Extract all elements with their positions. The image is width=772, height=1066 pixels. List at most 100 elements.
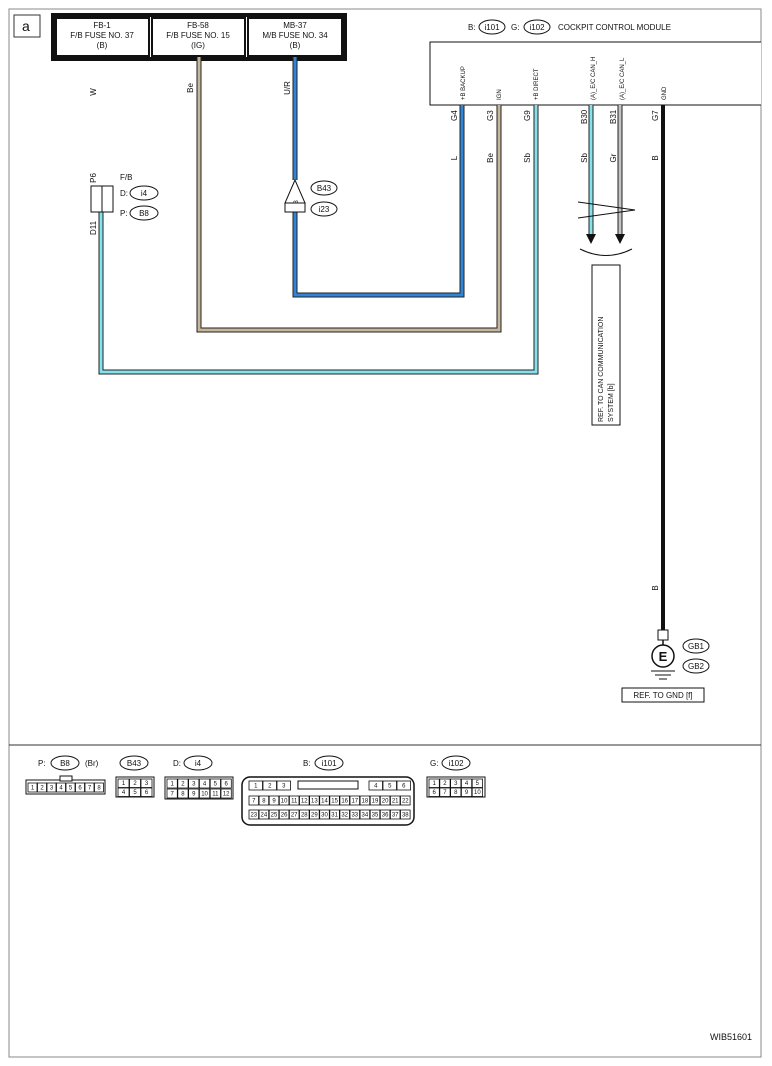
connector-tag-gb2[interactable]	[682, 658, 710, 674]
pin-i4-cell	[177, 788, 189, 799]
pin-i4: 10	[201, 792, 208, 798]
twisted-pair-mark	[577, 201, 636, 219]
pin-i4: 6	[224, 782, 228, 788]
pin-i101-cell	[276, 780, 291, 791]
pin-i101-cell	[262, 780, 277, 791]
pin-i102: 2	[443, 781, 447, 787]
pin-b8: 7	[88, 786, 92, 792]
connector-tag-b8-label: B8	[139, 209, 149, 218]
cockpit-control-module-box[interactable]	[429, 41, 761, 106]
pin-i101-cell	[329, 795, 340, 806]
fuse-supply: (IG)	[191, 41, 205, 50]
connector-tag-gb1[interactable]	[682, 638, 710, 654]
pin-i101: 29	[311, 813, 318, 819]
view-tag-b43[interactable]	[119, 755, 149, 771]
pin-i101: 2	[268, 784, 272, 790]
joint-connector-symbol[interactable]	[284, 178, 306, 213]
can-reference-box[interactable]	[591, 264, 621, 426]
can-l-arrow	[615, 234, 625, 244]
view-tag-i101[interactable]	[314, 755, 344, 771]
wire-color-label-be: Be	[186, 83, 195, 93]
fuse-id: FB-58	[187, 21, 209, 30]
fuse-box-fb-1[interactable]	[55, 17, 150, 57]
page-frame	[8, 8, 762, 1058]
pin-i102: 10	[474, 790, 481, 796]
pin-i4-cell	[166, 778, 178, 789]
pin-i101: 30	[321, 813, 328, 819]
view-tag-b43-label: B43	[127, 759, 142, 768]
fuse-box-fb-58[interactable]	[151, 17, 246, 57]
pin-i4: 3	[192, 782, 196, 788]
module-pin-label: (A)_E/C CAN_L	[620, 57, 626, 100]
ground-symbol-circle[interactable]	[651, 644, 675, 668]
connector-tag-b8[interactable]	[129, 205, 159, 221]
pin-i101: 22	[402, 799, 409, 805]
view-suffix-b8: (Br)	[85, 759, 99, 768]
wire-color-code: Be	[486, 153, 495, 163]
connector-tag-b43[interactable]	[310, 180, 338, 196]
fuse-box-group: FB-1 F/B FUSE NO. 37 (B) FB-58 F/B FUSE …	[51, 13, 347, 61]
fuse-box-mb-37[interactable]	[247, 17, 343, 57]
pin-i4: 1	[170, 782, 174, 788]
connector-key-b8	[59, 775, 73, 782]
pin-i101-cell	[369, 809, 381, 820]
pin-b43: 3	[145, 781, 149, 787]
pin-b43: 2	[133, 781, 137, 787]
pin-i101: 4	[374, 784, 378, 790]
pin-i4-cell	[209, 788, 221, 799]
connector-tag-i101[interactable]	[478, 19, 506, 35]
pin-i102-cell	[439, 778, 451, 788]
fuse-name: F/B FUSE NO. 37	[70, 31, 134, 40]
wire-color-code: Sb	[523, 153, 532, 163]
can-reference-line1: REF. TO CAN COMMUNICATION	[598, 317, 605, 422]
pin-i4: 2	[181, 782, 185, 788]
pin-i101-cell	[329, 809, 340, 820]
fuse-supply: (B)	[290, 41, 301, 50]
connector-tag-i4[interactable]	[129, 185, 159, 201]
pin-i4: 5	[214, 782, 218, 788]
fb-title: F/B	[120, 173, 132, 182]
view-tag-i102[interactable]	[441, 755, 471, 771]
connector-tag-gb2-label: GB2	[688, 662, 705, 671]
pin-i4-cell	[188, 788, 200, 799]
view-prefix-i101: B:	[303, 759, 311, 768]
view-tag-i4[interactable]	[183, 755, 213, 771]
connector-tag-i23[interactable]	[310, 201, 338, 217]
pin-i101-cell	[258, 795, 270, 806]
pin-i101: 36	[382, 813, 389, 819]
gnd-reference-box[interactable]	[621, 687, 705, 703]
pin-i101: 38	[402, 813, 409, 819]
wire-color-code: Sb	[580, 153, 589, 163]
module-pin-label: GND	[662, 86, 668, 100]
pin-i102-cell	[428, 778, 440, 788]
wire-be-ign[interactable]	[197, 57, 501, 332]
pin-i101: 33	[351, 813, 358, 819]
page-marker: a	[22, 18, 30, 34]
pin-i101-cell	[389, 809, 401, 820]
wire-color-label-w: W	[89, 88, 98, 96]
connector-tag-i102-label: i102	[529, 23, 545, 32]
pin-i101: 25	[271, 813, 278, 819]
connector-key-i101	[297, 780, 359, 790]
can-reference-line2: SYSTEM [b]	[608, 383, 615, 422]
pin-i4-cell	[177, 778, 189, 789]
terminal-number: G3	[486, 110, 495, 121]
pin-b43-cell	[117, 778, 130, 788]
pin-b43-cell	[129, 778, 141, 788]
connector-tag-i102[interactable]	[523, 19, 551, 35]
wire-sb-direct[interactable]	[99, 105, 538, 374]
pin-b8-cell	[84, 782, 95, 793]
pin-b8: 2	[40, 786, 44, 792]
view-tag-b8[interactable]	[50, 755, 80, 771]
pin-i101-cell	[369, 795, 381, 806]
can-h-arrow	[586, 234, 596, 244]
pin-i101: 13	[311, 799, 318, 805]
pin-i101-cell	[268, 795, 280, 806]
pin-i101: 6	[402, 784, 406, 790]
connector-tag-gb1-label: GB1	[688, 642, 705, 651]
wire-l-backup[interactable]	[293, 57, 464, 297]
terminal-number: G7	[651, 110, 660, 121]
pin-i101-cell	[349, 795, 361, 806]
view-prefix-i4: D:	[173, 759, 181, 768]
